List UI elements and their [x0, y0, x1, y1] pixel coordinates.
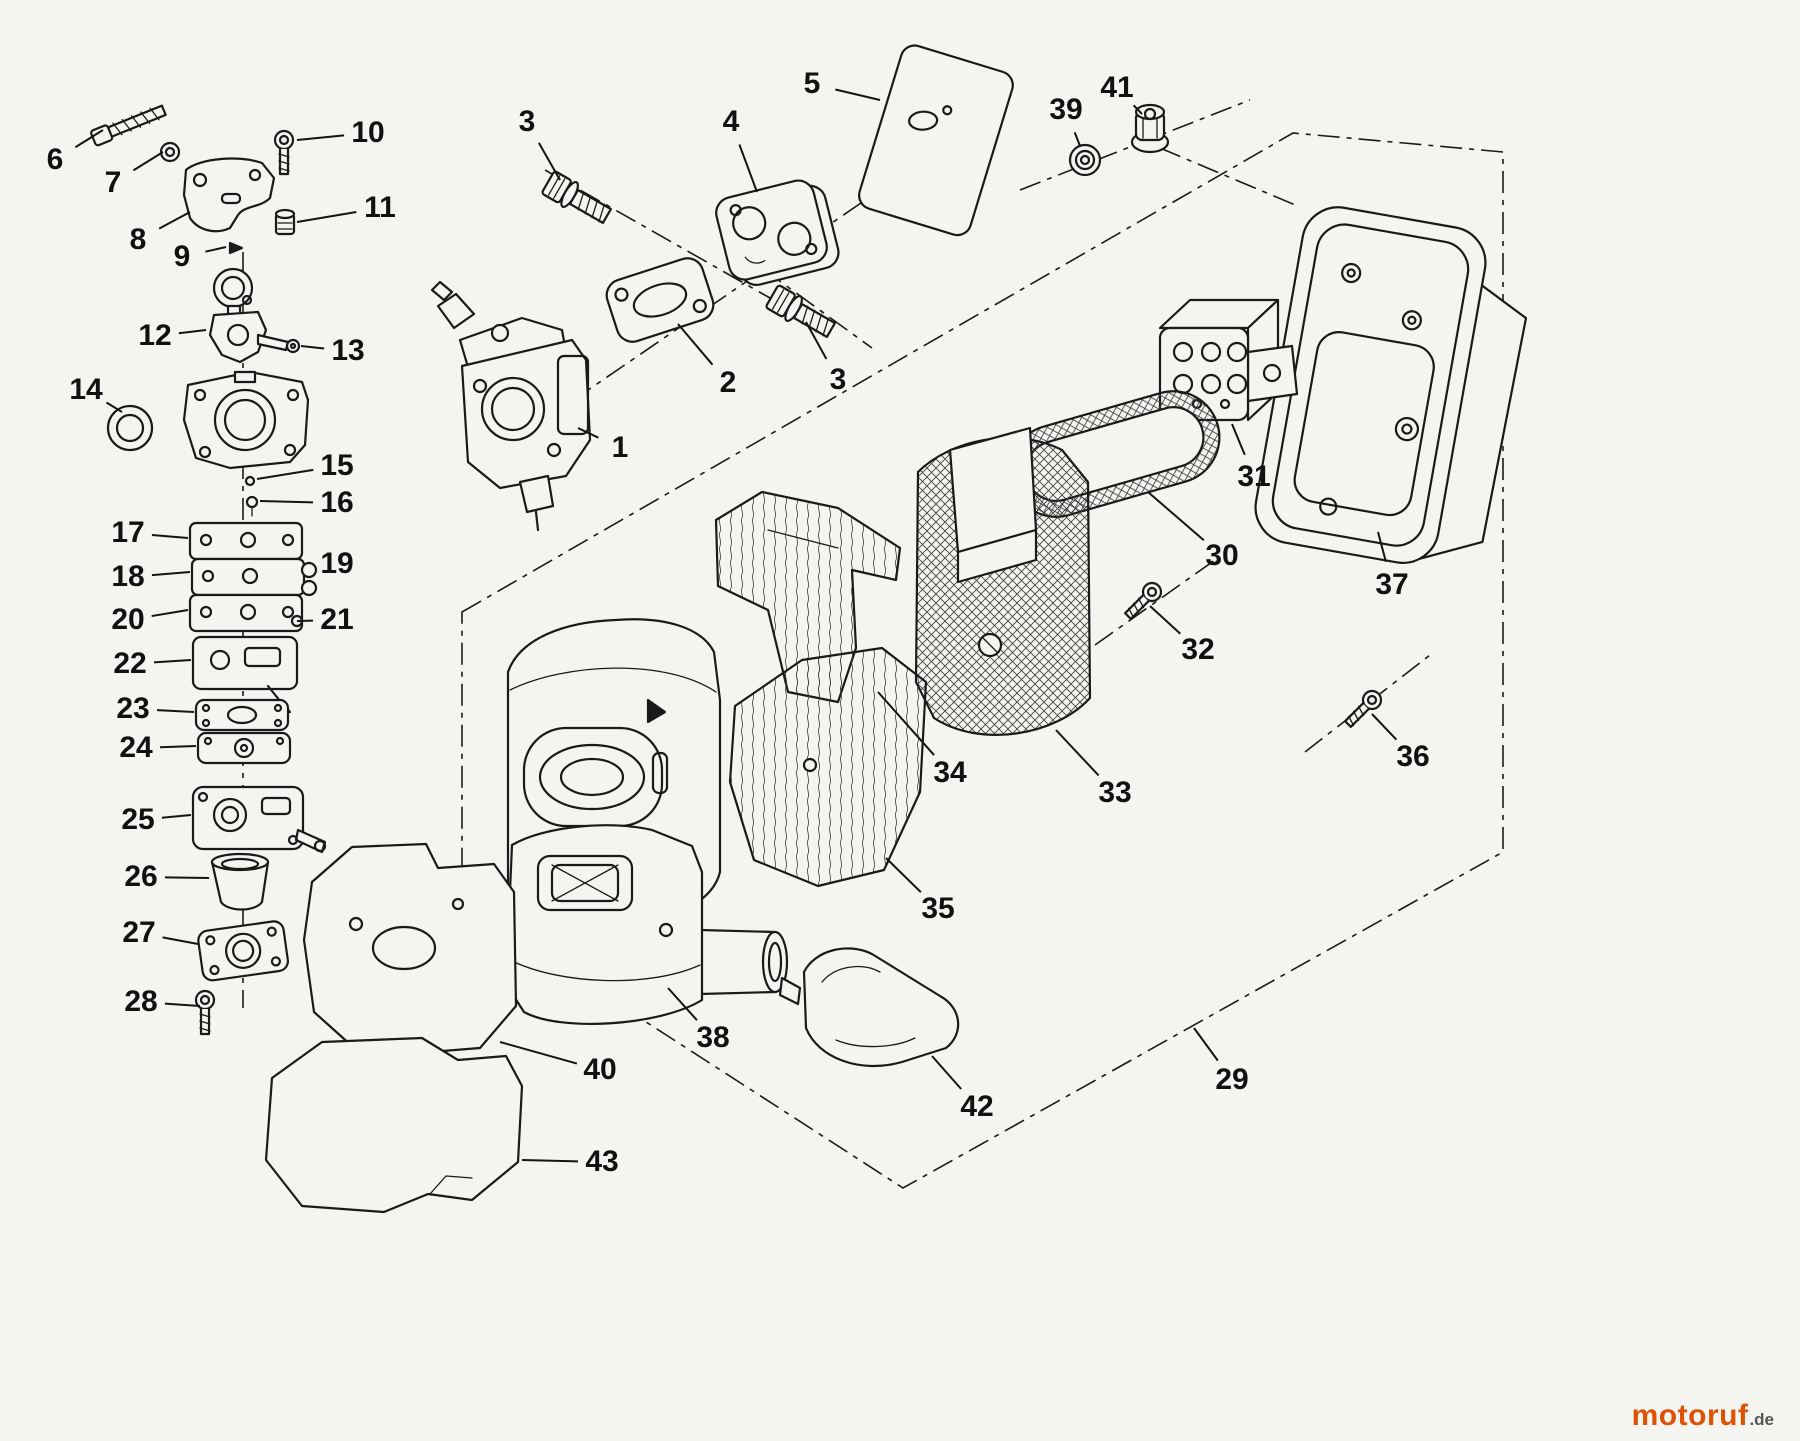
part-number-16: 16	[320, 486, 354, 519]
part-number-17: 17	[111, 516, 145, 549]
part-number-14: 14	[69, 373, 103, 406]
part-23-gasket	[194, 698, 290, 732]
part-number-42: 42	[960, 1090, 994, 1123]
part-number-37: 37	[1375, 568, 1409, 601]
part-number-26: 26	[124, 860, 158, 893]
part-11-cap	[274, 208, 296, 236]
part-8-bracket	[182, 157, 276, 233]
part-number-7: 7	[104, 166, 122, 199]
part-number-33: 33	[1098, 776, 1132, 809]
part-number-30: 30	[1205, 539, 1239, 572]
part-number-11: 11	[364, 191, 396, 224]
part-13-clip	[285, 338, 301, 354]
part-number-10: 10	[351, 116, 385, 149]
part-number-28: 28	[124, 985, 158, 1018]
part-15-ball	[244, 475, 256, 487]
part-number-9: 9	[173, 240, 191, 273]
part-27-flange-gasket	[197, 920, 289, 982]
part-number-39: 39	[1049, 93, 1083, 126]
part-number-38: 38	[696, 1021, 730, 1054]
part-6-screw	[90, 104, 167, 147]
part-42-exhaust-deflector	[778, 947, 960, 1067]
part-36-screw	[1340, 686, 1386, 732]
watermark: motoruf.de	[1632, 1399, 1774, 1433]
part-number-31: 31	[1237, 460, 1271, 493]
part-number-8: 8	[129, 223, 147, 256]
part-number-1: 1	[611, 431, 629, 464]
part-25-metering-body	[191, 785, 327, 854]
part-39-washer	[1068, 143, 1102, 177]
part-43-gasket	[264, 1036, 524, 1214]
part-24-diaphragm	[196, 731, 292, 765]
part-number-34: 34	[933, 756, 967, 789]
part-32-screw	[1120, 578, 1166, 624]
part-number-43: 43	[585, 1145, 619, 1178]
part-number-18: 18	[111, 560, 145, 593]
part-number-35: 35	[921, 892, 955, 925]
part-3-screw-a	[539, 168, 615, 230]
part-31-spacer-block	[1158, 298, 1299, 422]
part-3-screw-b	[763, 282, 839, 344]
part-4-carburetor-spacer	[715, 179, 840, 286]
part-number-36: 36	[1396, 740, 1430, 773]
part-number-21: 21	[320, 603, 354, 636]
part-35-heat-shield-plate	[728, 646, 928, 888]
part-14-seal	[106, 404, 154, 452]
watermark-brand: motoruf	[1631, 1399, 1749, 1432]
part-17-plate	[188, 521, 304, 561]
part-number-4: 4	[722, 105, 740, 138]
part-41-flange-nut	[1130, 103, 1170, 154]
part-18-plate	[190, 557, 318, 597]
part-2-carburetor-gasket	[605, 257, 715, 343]
part-10-screw	[273, 129, 295, 176]
part-number-3: 3	[829, 363, 847, 396]
part-16-ball-spring	[245, 495, 259, 517]
part-number-25: 25	[121, 803, 155, 836]
part-number-32: 32	[1181, 633, 1215, 666]
part-number-24: 24	[119, 731, 153, 764]
part-34-heat-shield-bracket	[714, 490, 902, 704]
part-5-gasket-plate	[858, 44, 1014, 237]
part-number-12: 12	[138, 319, 172, 352]
part-number-40: 40	[583, 1053, 617, 1086]
part-38-muffler-lower	[504, 824, 789, 1025]
part-number-2: 2	[719, 366, 737, 399]
part-number-6: 6	[46, 143, 64, 176]
carburetor-body	[182, 370, 310, 470]
part-number-22: 22	[113, 647, 147, 680]
part-12-throttle-body	[208, 267, 290, 364]
part-number-29: 29	[1215, 1063, 1249, 1096]
part-20-plate	[188, 593, 304, 633]
part-33-filter-housing	[914, 426, 1092, 736]
part-26-cup	[210, 852, 270, 911]
part-number-23: 23	[116, 692, 150, 725]
part-1-carburetor	[430, 280, 592, 532]
part-9-needle	[228, 241, 244, 255]
part-37-muffler-cover	[1254, 206, 1528, 564]
part-28-screw	[194, 989, 216, 1036]
watermark-tld: .de	[1749, 1410, 1774, 1429]
part-number-15: 15	[320, 449, 354, 482]
part-number-5: 5	[803, 67, 821, 100]
part-21-ball	[290, 614, 304, 628]
part-number-13: 13	[331, 334, 365, 367]
part-40-muffler-gasket	[302, 842, 518, 1054]
part-number-20: 20	[111, 603, 145, 636]
part-19-reed	[300, 561, 318, 579]
part-number-27: 27	[122, 916, 156, 949]
part-7-nut	[159, 141, 181, 163]
part-number-3: 3	[518, 105, 536, 138]
part-number-41: 41	[1100, 71, 1134, 104]
part-number-19: 19	[320, 547, 354, 580]
